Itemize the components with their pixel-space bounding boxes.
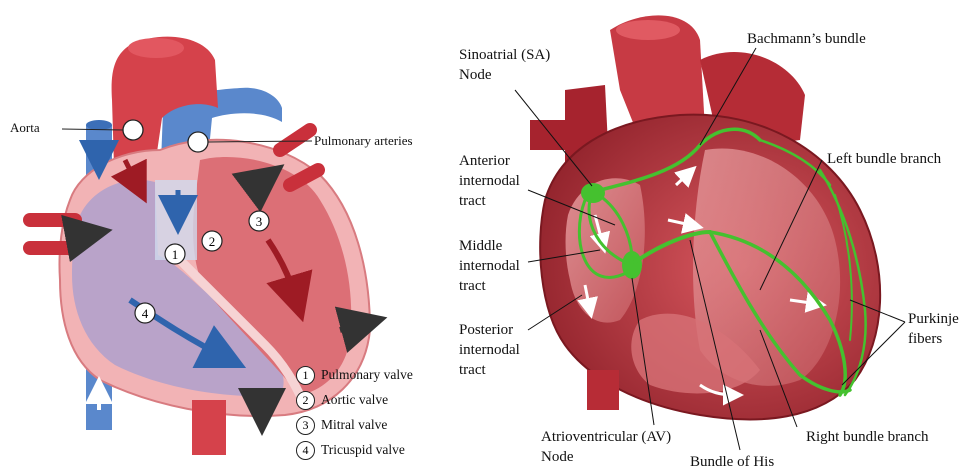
right-heart-diagram	[515, 15, 905, 450]
valve-marker-4: 4	[135, 303, 155, 323]
aortic-opening-right	[616, 20, 680, 40]
legend-row-1: 1 Pulmonary valve	[296, 364, 413, 386]
svg-text:4: 4	[142, 306, 149, 321]
right-bundle-branch-label: Right bundle branch	[806, 427, 928, 447]
middle-tract-label: Middle internodal tract	[459, 236, 520, 296]
legend-row-3: 3 Mitral valve	[296, 414, 387, 436]
sa-node-label: Sinoatrial (SA) Node	[459, 45, 550, 85]
legend-text-2: Aortic valve	[321, 392, 388, 408]
bundle-of-his-label: Bundle of His	[690, 452, 774, 472]
legend-text-1: Pulmonary valve	[321, 367, 413, 383]
svg-text:2: 2	[209, 234, 216, 249]
left-bundle-branch-label: Left bundle branch	[827, 149, 941, 169]
legend-num-2: 2	[296, 391, 315, 410]
valve-marker-2: 2	[202, 231, 222, 251]
pulmonary-arteries-label: Pulmonary arteries	[314, 133, 413, 149]
posterior-tract-label: Posterior internodal tract	[459, 320, 520, 380]
svg-text:3: 3	[256, 214, 263, 229]
aorta-top	[128, 38, 184, 58]
bachmann-bundle-label: Bachmann’s bundle	[747, 29, 866, 49]
aorta-label: Aorta	[10, 120, 40, 136]
ivc-right	[587, 370, 619, 410]
legend-num-1: 1	[296, 366, 315, 385]
svg-text:1: 1	[172, 247, 179, 262]
purkinje-fibers-label: Purkinje fibers	[908, 309, 959, 349]
pulmonary-vein-upper	[280, 130, 310, 150]
valve-marker-3: 3	[249, 211, 269, 231]
legend-row-2: 2 Aortic valve	[296, 389, 388, 411]
legend-num-3: 3	[296, 416, 315, 435]
pulmonary-arteries-marker	[188, 132, 208, 152]
legend-text-4: Tricuspid valve	[321, 442, 405, 458]
aorta-marker	[123, 120, 143, 140]
legend-row-4: 4 Tricuspid valve	[296, 439, 405, 461]
valve-marker-1: 1	[165, 244, 185, 264]
anterior-tract-label: Anterior internodal tract	[459, 151, 520, 211]
vena-cava-top-opening	[86, 120, 112, 130]
av-node-label: Atrioventricular (AV) Node	[541, 427, 671, 467]
legend-text-3: Mitral valve	[321, 417, 387, 433]
legend-num-4: 4	[296, 441, 315, 460]
descending-aorta	[192, 400, 226, 455]
